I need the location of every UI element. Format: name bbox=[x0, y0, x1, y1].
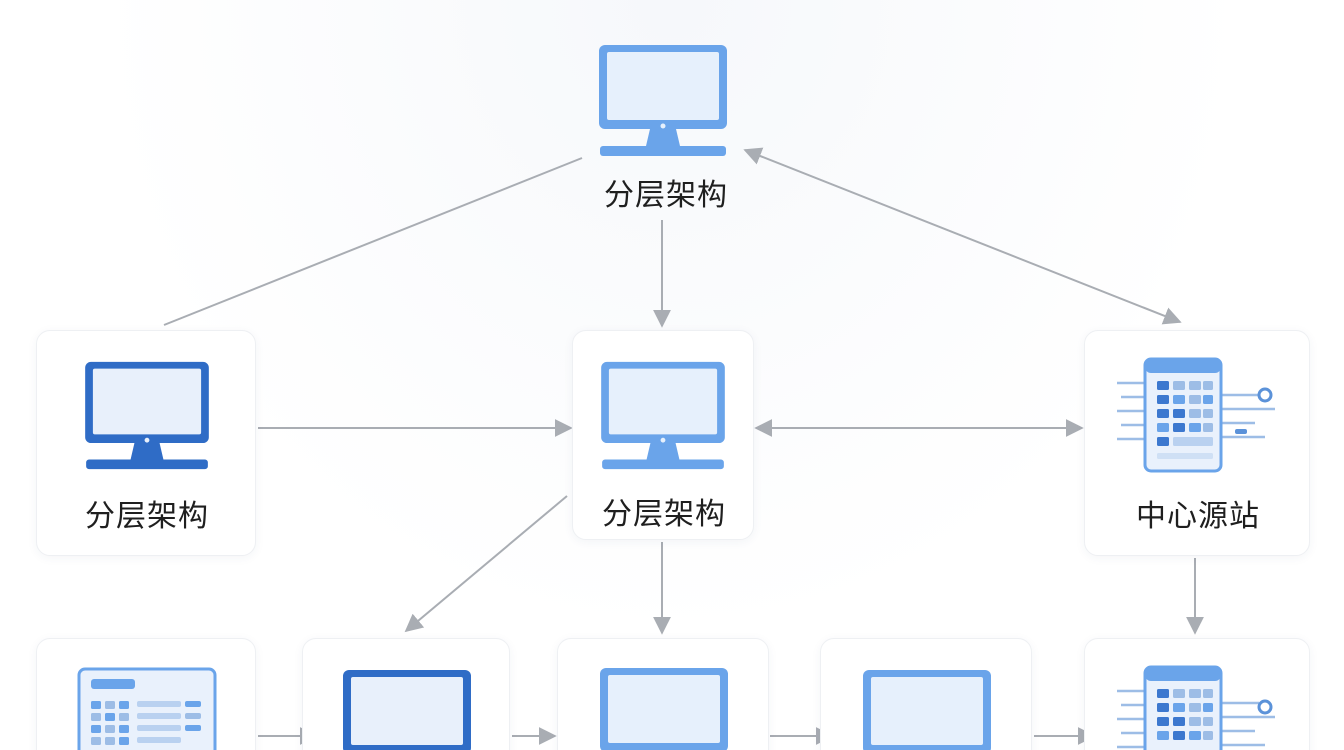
node-mid-left-label: 分层架构 bbox=[85, 499, 209, 534]
monitor-icon bbox=[863, 670, 991, 750]
node-mid-right[interactable]: 中心源站 bbox=[1084, 330, 1310, 556]
monitor-icon bbox=[599, 45, 727, 156]
node-bottom-5[interactable] bbox=[1084, 638, 1310, 750]
edge-top-mid-right bbox=[743, 147, 1182, 325]
node-bottom-3[interactable] bbox=[557, 638, 769, 750]
monitor-icon bbox=[85, 361, 209, 470]
edge-top-to-mid-left bbox=[163, 157, 583, 326]
server-rack-icon bbox=[1117, 665, 1275, 750]
monitor-icon bbox=[600, 668, 728, 750]
server-rack-icon bbox=[1117, 357, 1275, 473]
node-mid-center[interactable]: 分层架构 bbox=[572, 330, 754, 540]
node-mid-right-label: 中心源站 bbox=[1136, 499, 1260, 534]
node-bottom-1[interactable] bbox=[36, 638, 256, 750]
node-mid-center-label: 分层架构 bbox=[602, 497, 726, 532]
node-bottom-2[interactable] bbox=[302, 638, 510, 750]
edge-mid-center-to-bottom-2 bbox=[404, 495, 568, 633]
node-top-label: 分层架构 bbox=[604, 178, 728, 213]
monitor-icon bbox=[343, 670, 471, 750]
node-bottom-4[interactable] bbox=[820, 638, 1032, 750]
dashboard-panel-icon bbox=[77, 667, 217, 750]
monitor-icon bbox=[601, 361, 725, 470]
node-mid-left[interactable]: 分层架构 bbox=[36, 330, 256, 556]
